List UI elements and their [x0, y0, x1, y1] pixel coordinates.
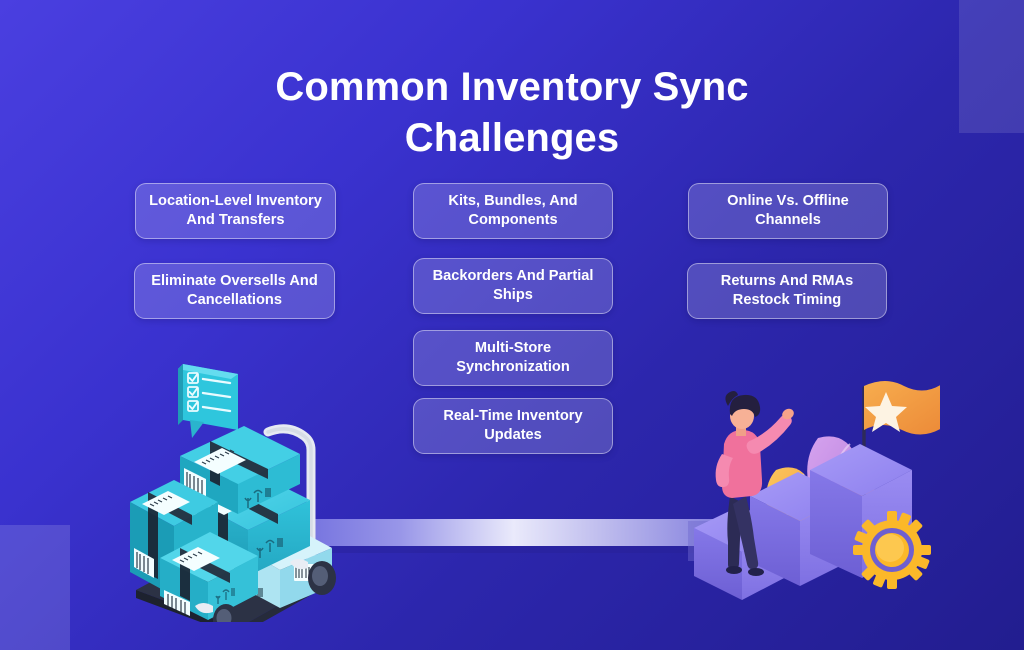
connector-bar [304, 519, 741, 546]
challenge-card-label-line-1: Eliminate Oversells And [151, 272, 318, 289]
challenge-card-multi-store-synchronization[interactable]: Multi-Store Synchronization [413, 330, 613, 386]
challenge-card-location-level-inventory[interactable]: Location-Level Inventory And Transfers [135, 183, 336, 239]
top-right-accent-rectangle [959, 0, 1024, 133]
challenge-card-label-line-2: Synchronization [456, 359, 570, 375]
challenge-card-label-line-1: Real-Time Inventory [443, 407, 583, 424]
connector-bar-shadow [304, 546, 741, 553]
challenge-card-label-line-1: Online Vs. Offline [727, 192, 849, 209]
challenge-card-label-line-2: Restock Timing [732, 292, 842, 308]
page-title: Common Inventory Sync Challenges [0, 62, 1024, 164]
hand-truck-wheel-front [195, 603, 239, 622]
challenge-card-label-line-2: Components [468, 212, 558, 228]
challenge-card-label-line-1: Multi-Store [474, 339, 552, 356]
gear-icon [853, 511, 931, 589]
checklist-bubble-icon [178, 364, 238, 438]
challenge-card-label-line-1: Kits, Bundles, And [448, 192, 578, 209]
cargo-box-top [180, 426, 300, 514]
challenge-card-label-line-2: Cancellations [187, 292, 282, 308]
challenge-card-label-line-2: And Transfers [186, 212, 285, 228]
person-figure [715, 391, 794, 576]
challenge-card-backorders-partial-ships[interactable]: Backorders And Partial Ships [413, 258, 613, 314]
challenge-card-label-line-1: Returns And RMAs [720, 272, 854, 289]
challenge-card-label-line-2: Updates [484, 427, 542, 443]
challenge-card-label-line-2: Ships [493, 287, 533, 303]
challenge-card-returns-rmas-restock-timing[interactable]: Returns And RMAs Restock Timing [687, 263, 887, 319]
growth-steps-illustration [688, 378, 940, 613]
challenge-card-online-vs-offline-channels[interactable]: Online Vs. Offline Channels [688, 183, 888, 239]
hand-truck-illustration [118, 352, 358, 622]
bottom-left-accent-rectangle [0, 525, 70, 650]
cargo-box-front [160, 532, 258, 620]
challenge-card-kits-bundles-components[interactable]: Kits, Bundles, And Components [413, 183, 613, 239]
hand-truck-wheel-right [290, 559, 336, 595]
challenge-card-label-line-1: Backorders And Partial [432, 267, 594, 284]
challenge-card-label-line-1: Location-Level Inventory [149, 192, 322, 209]
page-title-line-1: Common Inventory Sync [275, 65, 749, 109]
challenge-card-eliminate-oversells[interactable]: Eliminate Oversells And Cancellations [134, 263, 335, 319]
challenge-card-label-line-2: Channels [755, 212, 821, 228]
challenge-card-real-time-inventory-updates[interactable]: Real-Time Inventory Updates [413, 398, 613, 454]
page-title-line-2: Challenges [404, 116, 620, 161]
